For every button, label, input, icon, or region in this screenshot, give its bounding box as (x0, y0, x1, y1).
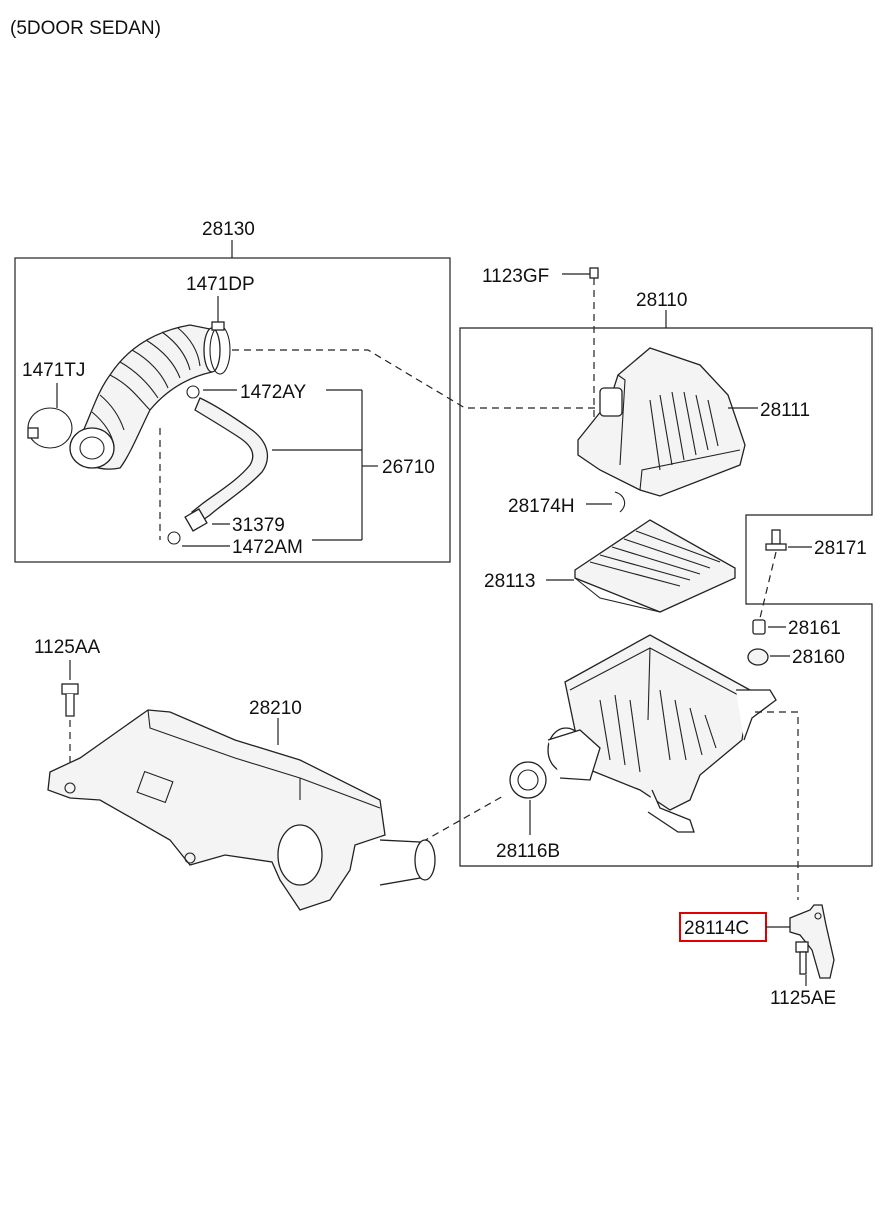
label-28116B[interactable]: 28116B (496, 841, 560, 862)
diagram-title: (5DOOR SEDAN) (10, 18, 161, 39)
air-cleaner-cover-part (577, 347, 746, 497)
label-1125AE[interactable]: 1125AE (770, 988, 836, 1009)
label-28174H[interactable]: 28174H (508, 496, 575, 517)
collar-28161-part (752, 619, 766, 635)
label-28114C[interactable]: 28114C (684, 918, 749, 939)
clamp-1472AY-part (186, 385, 200, 399)
label-1472AM[interactable]: 1472AM (232, 537, 303, 558)
assembly-frame-28110 (459, 327, 873, 867)
dash-duct-to-seal (421, 794, 506, 843)
dash-body-to-bracket (755, 711, 799, 900)
label-28160[interactable]: 28160 (792, 647, 845, 668)
intake-duct-part (47, 709, 436, 911)
screw-1123GF-part (589, 267, 599, 279)
intake-hose-part (69, 324, 221, 470)
label-1471TJ[interactable]: 1471TJ (22, 360, 85, 381)
label-26710[interactable]: 26710 (382, 457, 435, 478)
label-28210[interactable]: 28210 (249, 698, 302, 719)
label-1471DP[interactable]: 1471DP (186, 274, 255, 295)
clamp-1472AM-part (167, 531, 181, 545)
filter-element-part (574, 519, 736, 613)
grommet-28160-part (747, 648, 769, 666)
air-cleaner-body-part (547, 634, 777, 833)
label-1125AA[interactable]: 1125AA (34, 637, 101, 658)
label-28130[interactable]: 28130 (202, 219, 255, 240)
bolt-1125AA-part (61, 683, 79, 717)
label-31379[interactable]: 31379 (232, 515, 285, 536)
bracket-28114C-part (789, 904, 835, 979)
label-28111[interactable]: 28111 (760, 400, 810, 421)
label-28171[interactable]: 28171 (814, 538, 867, 559)
clip-28174H-part (614, 491, 626, 513)
clamp-1471TJ-part (27, 407, 73, 449)
bolt-1125AE-part (795, 941, 809, 975)
label-28110[interactable]: 28110 (636, 290, 687, 311)
dash-hose-to-cover (232, 349, 600, 409)
dash-bolt-28171 (759, 551, 777, 619)
label-28113[interactable]: 28113 (484, 571, 535, 592)
bolt-28171-part (765, 529, 787, 551)
label-28161[interactable]: 28161 (788, 618, 841, 639)
seal-28116B-part (509, 761, 547, 799)
label-1123GF[interactable]: 1123GF (482, 266, 549, 287)
breather-hose-part (184, 397, 269, 532)
label-1472AY[interactable]: 1472AY (240, 382, 307, 403)
